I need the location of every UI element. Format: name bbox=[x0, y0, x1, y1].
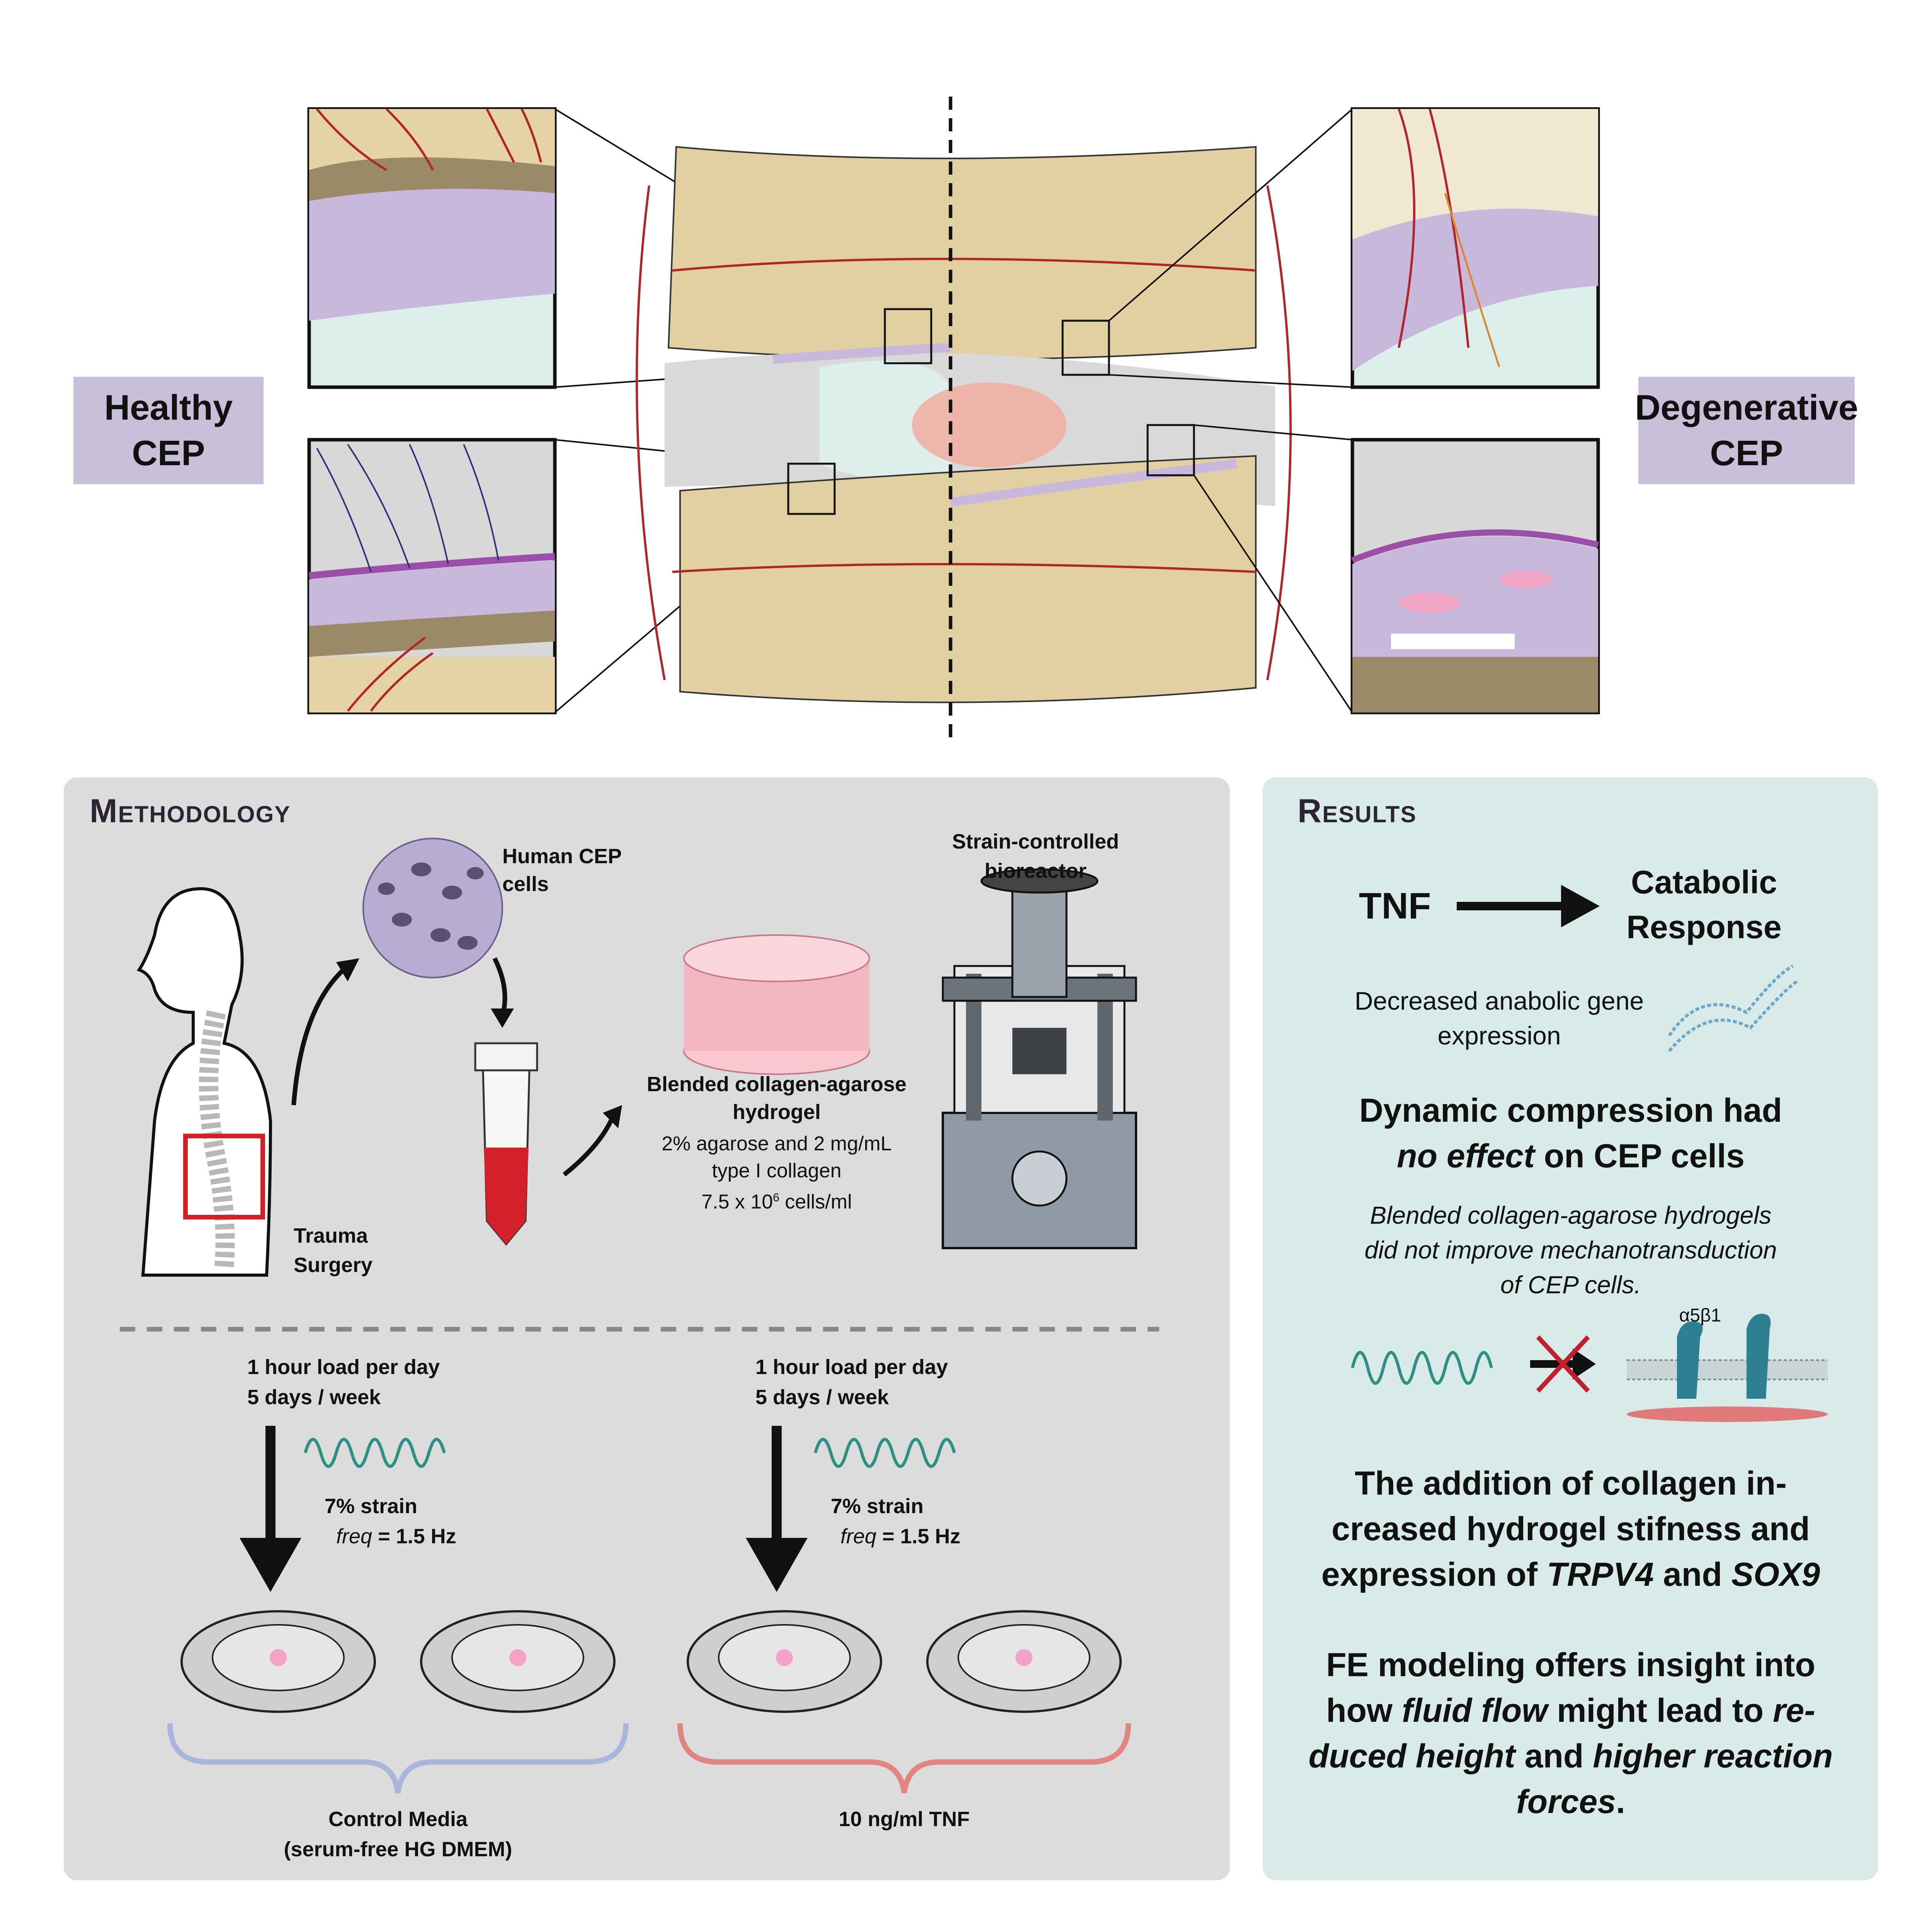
strain-right: 7% strain bbox=[831, 1495, 924, 1518]
integrin-membrane-icon bbox=[1627, 1314, 1828, 1422]
hydrogel-disc bbox=[683, 934, 870, 1075]
bioreactor-device bbox=[942, 868, 1137, 1249]
freq-right: freq = 1.5 Hz bbox=[840, 1525, 961, 1548]
catabolic-response-2: Response bbox=[1626, 909, 1782, 945]
methodology-title: Methodology bbox=[90, 793, 291, 830]
trauma-surgery-label: Trauma Surgery bbox=[294, 1224, 373, 1277]
healthy-cep-label: Healthy CEP bbox=[73, 377, 264, 484]
collagen-result-1: The addition of collagen in- bbox=[1355, 1465, 1787, 1502]
fe-result-1: FE modeling offers insight into bbox=[1326, 1646, 1816, 1684]
collagen-result-2: creased hydrogel stifness and bbox=[1332, 1510, 1810, 1548]
anabolic-text-1: Decreased anabolic gene bbox=[1354, 986, 1644, 1015]
anabolic-text-2: expression bbox=[1437, 1021, 1561, 1050]
tnf-label: TNF bbox=[1359, 885, 1431, 927]
tnf-brace bbox=[677, 1723, 1131, 1793]
tnf-group-label: 10 ng/ml TNF bbox=[838, 1808, 970, 1831]
catabolic-response-1: Catabolic bbox=[1631, 864, 1777, 900]
dynamic-compression-2: no effect on CEP cells bbox=[1396, 1138, 1745, 1175]
results-title: Results bbox=[1298, 793, 1417, 830]
degenerative-cep-label: Degenerative CEP bbox=[1635, 377, 1858, 484]
human-silhouette bbox=[136, 887, 272, 1277]
collagen-result-3: expression of TRPV4 and SOX9 bbox=[1321, 1556, 1820, 1593]
healthy-inset-bottom bbox=[307, 438, 557, 714]
bioreactor-label: Strain-controlled bioreactor bbox=[952, 830, 1119, 883]
control-media-label: Control Media bbox=[328, 1808, 468, 1831]
blended-text-1: Blended collagen-agarose hydrogels bbox=[1370, 1201, 1772, 1229]
control-brace bbox=[167, 1723, 629, 1793]
results-wave bbox=[1351, 1351, 1493, 1385]
results-panel bbox=[1263, 777, 1878, 1880]
hydrogel-line-2: type I collagen bbox=[712, 1160, 842, 1182]
centrifuge-tube bbox=[474, 1042, 538, 1246]
load-wave-right bbox=[814, 1438, 956, 1468]
healthy-inset-top bbox=[307, 107, 557, 389]
blended-text-3: of CEP cells. bbox=[1500, 1271, 1641, 1299]
cep-cells-circle bbox=[362, 838, 503, 978]
fe-result-3: duced height and higher reaction bbox=[1308, 1738, 1833, 1775]
load-wave-left bbox=[304, 1438, 446, 1468]
spine-illustration bbox=[307, 97, 1600, 746]
degenerative-inset-top bbox=[1350, 107, 1600, 389]
degenerative-inset-bottom bbox=[1350, 438, 1600, 714]
fe-result-2: how fluid flow might lead to re- bbox=[1326, 1692, 1816, 1729]
blended-text-2: did not improve mechanotransduction bbox=[1364, 1236, 1777, 1264]
freq-left: freq = 1.5 Hz bbox=[336, 1525, 456, 1548]
load-schedule-left-2: 5 days / week bbox=[247, 1386, 381, 1409]
well-plates bbox=[180, 1610, 1122, 1713]
vertebral-motion-segment bbox=[636, 97, 1292, 746]
dynamic-compression-1: Dynamic compression had bbox=[1359, 1092, 1782, 1129]
fe-result-4: forces. bbox=[1516, 1783, 1626, 1820]
control-media-sub: (serum-free HG DMEM) bbox=[284, 1838, 512, 1861]
hydrogel-line-1: 2% agarose and 2 mg/mL bbox=[662, 1133, 892, 1155]
load-schedule-right-1: 1 hour load per day bbox=[755, 1355, 948, 1379]
hydrogel-line-3: 7.5 x 106 cells/ml bbox=[701, 1190, 852, 1213]
human-cep-cells-label: Human CEP cells bbox=[502, 845, 622, 896]
load-schedule-right-2: 5 days / week bbox=[755, 1386, 889, 1409]
integrin-label: α5β1 bbox=[1679, 1305, 1721, 1326]
hydrogel-title: Blended collagen-agarose hydrogel bbox=[646, 1073, 907, 1124]
load-schedule-left-1: 1 hour load per day bbox=[247, 1355, 440, 1379]
strain-left: 7% strain bbox=[325, 1495, 418, 1518]
dna-strand-icon bbox=[1668, 964, 1798, 1052]
